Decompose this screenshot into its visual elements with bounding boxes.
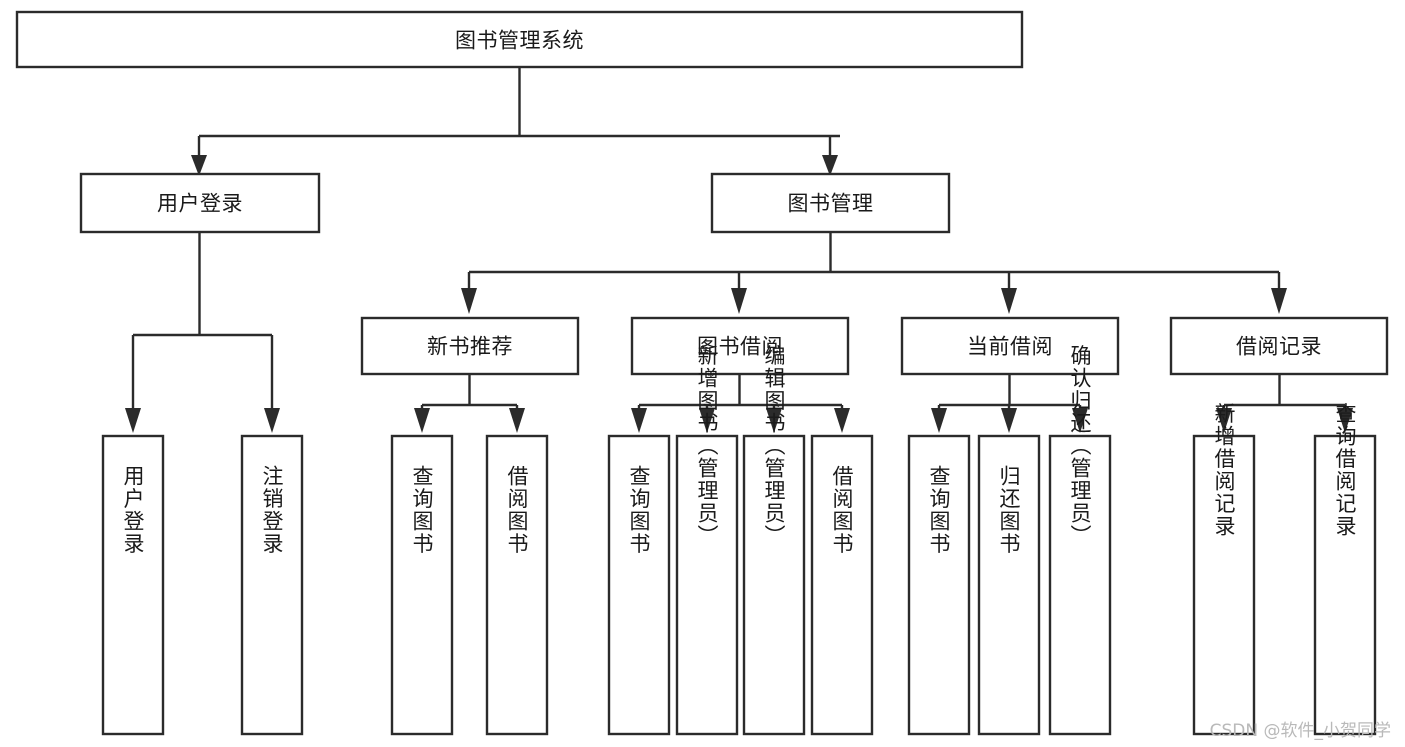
arrow-head-book-manage [822,155,838,176]
leaf-borrow-book-2-box[interactable] [810,434,874,736]
node-current-borrow-box[interactable] [900,316,1120,376]
leaf-user-login-box[interactable] [101,434,165,736]
node-user-login-label: 用户登录 [157,192,243,216]
leaf-query-book-1-label: 查询图书 [410,465,434,555]
node-new-book-rec[interactable]: 新书推荐 [360,316,580,376]
arrow-head-leaf-query-record [1337,408,1353,433]
leaf-add-book[interactable]: 新增图书（管理员） [675,345,739,736]
arrow-head-current-borrow [1001,288,1017,314]
node-book-manage-label: 图书管理 [788,192,874,216]
arrow-head-leaf-user-login [125,408,141,433]
leaf-query-book-2[interactable]: 查询图书 [607,434,671,736]
leaf-add-record[interactable]: 新增借阅记录 [1192,403,1256,736]
leaf-query-book-2-box[interactable] [607,434,671,736]
leaf-edit-book[interactable]: 编辑图书（管理员） [742,345,806,736]
node-root-label: 图书管理系统 [455,29,584,53]
connector-layer [125,67,1353,433]
leaf-user-login-label: 用户登录 [121,465,145,555]
leaf-query-record-label: 查询借阅记录 [1333,403,1357,538]
arrow-head-leaf-add-book [699,408,715,433]
leaf-query-record-box[interactable] [1313,434,1377,736]
arrow-head-borrow-record [1271,288,1287,314]
node-root-box[interactable] [15,10,1024,69]
leaf-edit-book-box[interactable] [742,434,806,736]
leaf-query-book-3-label: 查询图书 [927,465,951,555]
leaf-return-book-box[interactable] [977,434,1041,736]
leaf-query-book-1-box[interactable] [390,434,454,736]
leaf-confirm-return-label: 确认归还（管理员） [1068,345,1092,548]
node-new-book-rec-box[interactable] [360,316,580,376]
leaf-add-book-box[interactable] [675,434,739,736]
arrow-head-leaf-query-book-2 [631,408,647,433]
arrow-head-leaf-query-book-3 [931,408,947,433]
arrow-head-new-book-rec [461,288,477,314]
node-book-borrow-box[interactable] [630,316,850,376]
leaf-add-book-label: 新增图书（管理员） [695,345,719,548]
leaf-edit-book-label: 编辑图书（管理员） [762,345,786,548]
leaf-borrow-book-2[interactable]: 借阅图书 [810,434,874,736]
node-root[interactable]: 图书管理系统 [15,10,1024,69]
node-book-manage[interactable]: 图书管理 [710,172,951,234]
arrow-head-leaf-query-book-1 [414,408,430,433]
arrow-head-book-borrow [731,288,747,314]
leaf-return-book[interactable]: 归还图书 [977,434,1041,736]
arrow-head-leaf-borrow-book-2 [834,408,850,433]
arrow-head-user-login [191,155,207,176]
arrow-head-leaf-add-record [1216,408,1232,433]
leaf-confirm-return-box[interactable] [1048,434,1112,736]
node-book-borrow[interactable]: 图书借阅 [630,316,850,376]
node-borrow-record[interactable]: 借阅记录 [1169,316,1389,376]
node-user-login-box[interactable] [79,172,321,234]
node-current-borrow-label: 当前借阅 [967,335,1053,359]
leaf-borrow-book-1-box[interactable] [485,434,549,736]
leaf-logout-login-label: 注销登录 [260,465,284,555]
leaf-add-record-box[interactable] [1192,434,1256,736]
leaf-borrow-book-1[interactable]: 借阅图书 [485,434,549,736]
node-new-book-rec-label: 新书推荐 [427,335,513,359]
arrow-head-leaf-return-book [1001,408,1017,433]
leaf-query-book-1[interactable]: 查询图书 [390,434,454,736]
node-borrow-record-box[interactable] [1169,316,1389,376]
arrow-head-leaf-borrow-book-1 [509,408,525,433]
leaf-query-book-3[interactable]: 查询图书 [907,434,971,736]
leaf-query-record[interactable]: 查询借阅记录 [1313,403,1377,736]
node-book-manage-box[interactable] [710,172,951,234]
leaf-add-record-label: 新增借阅记录 [1212,403,1236,538]
leaf-query-book-2-label: 查询图书 [627,465,651,555]
arrow-head-leaf-edit-book [766,408,782,433]
leaf-query-book-3-box[interactable] [907,434,971,736]
leaf-logout-login-box[interactable] [240,434,304,736]
node-borrow-record-label: 借阅记录 [1236,335,1322,359]
node-current-borrow[interactable]: 当前借阅 [900,316,1120,376]
node-user-login[interactable]: 用户登录 [79,172,321,234]
arrow-head-leaf-confirm-return [1072,408,1088,433]
leaf-borrow-book-2-label: 借阅图书 [830,465,854,555]
arrow-head-leaf-logout-login [264,408,280,433]
node-book-borrow-label: 图书借阅 [697,335,783,359]
leaf-borrow-book-1-label: 借阅图书 [505,465,529,555]
leaf-user-login[interactable]: 用户登录 [101,434,165,736]
leaf-confirm-return[interactable]: 确认归还（管理员） [1048,345,1112,736]
leaf-logout-login[interactable]: 注销登录 [240,434,304,736]
leaf-return-book-label: 归还图书 [997,465,1021,555]
